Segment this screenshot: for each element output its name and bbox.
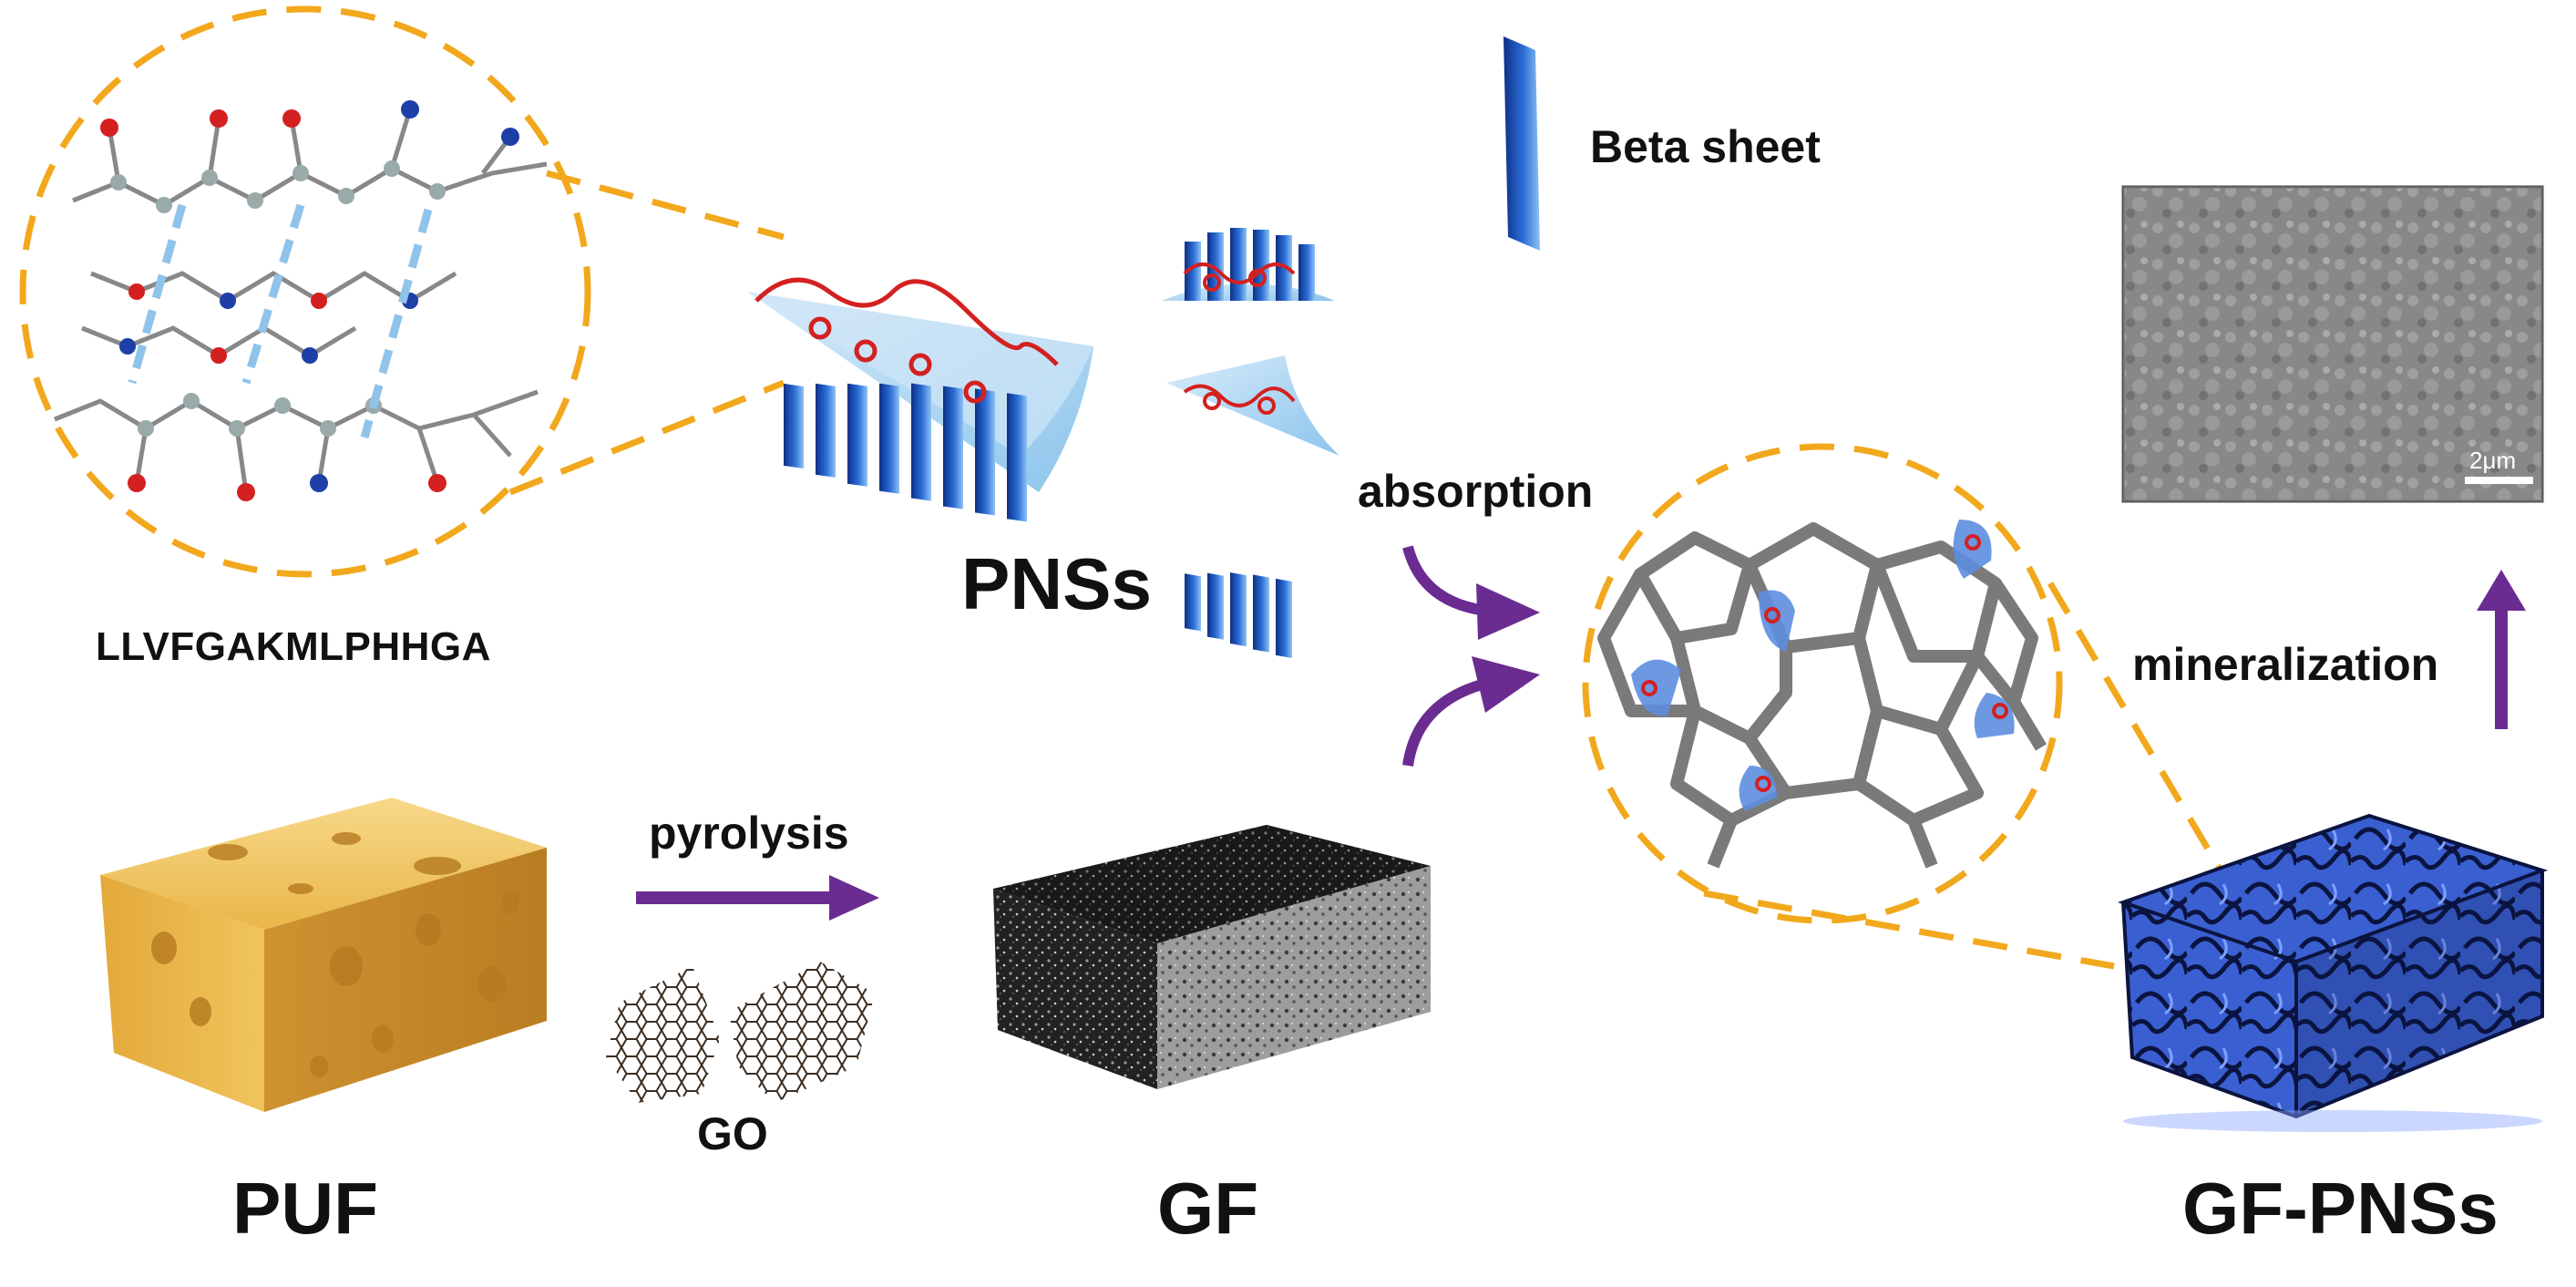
pns-fan-small-top [1162,228,1335,301]
pns-fan-large [747,277,1093,522]
puf-label: PUF [232,1168,378,1249]
scale-bar [2465,477,2533,484]
graphene-network [1582,443,2063,924]
beta-sheet-label: Beta sheet [1590,121,1821,172]
peptide-sequence-label: LLVFGAKMLPHHGA [96,624,491,669]
atoms [100,100,519,501]
pyrolysis-label: pyrolysis [649,808,849,859]
scale-bar-label: 2μm [2469,447,2517,474]
hydrogen-bonds [128,203,433,439]
pns-fan-small-bottom [1166,355,1339,659]
gf-label: GF [1157,1168,1259,1249]
sem-image [2121,185,2544,503]
absorption-arrow-bottom [1402,656,1540,767]
beta-sheet-legend-icon [1504,36,1540,251]
gf-block [993,825,1431,1089]
absorption-arrow-top [1402,545,1540,640]
mineralization-label: mineralization [2132,639,2439,690]
mineralization-arrow [2477,570,2526,729]
go-sheets [606,962,875,1103]
puf-block [100,798,547,1112]
peptide-structure [19,5,591,578]
go-label: GO [697,1108,768,1159]
zoom-lines-peptide [508,170,785,496]
zoom-lines-network [1703,582,2227,970]
gf-pnss-block [2117,813,2549,1132]
pyrolysis-arrow [636,875,879,921]
pnss-label: PNSs [961,543,1152,624]
absorption-label: absorption [1358,466,1594,517]
gf-pnss-label: GF-PNSs [2182,1168,2499,1249]
